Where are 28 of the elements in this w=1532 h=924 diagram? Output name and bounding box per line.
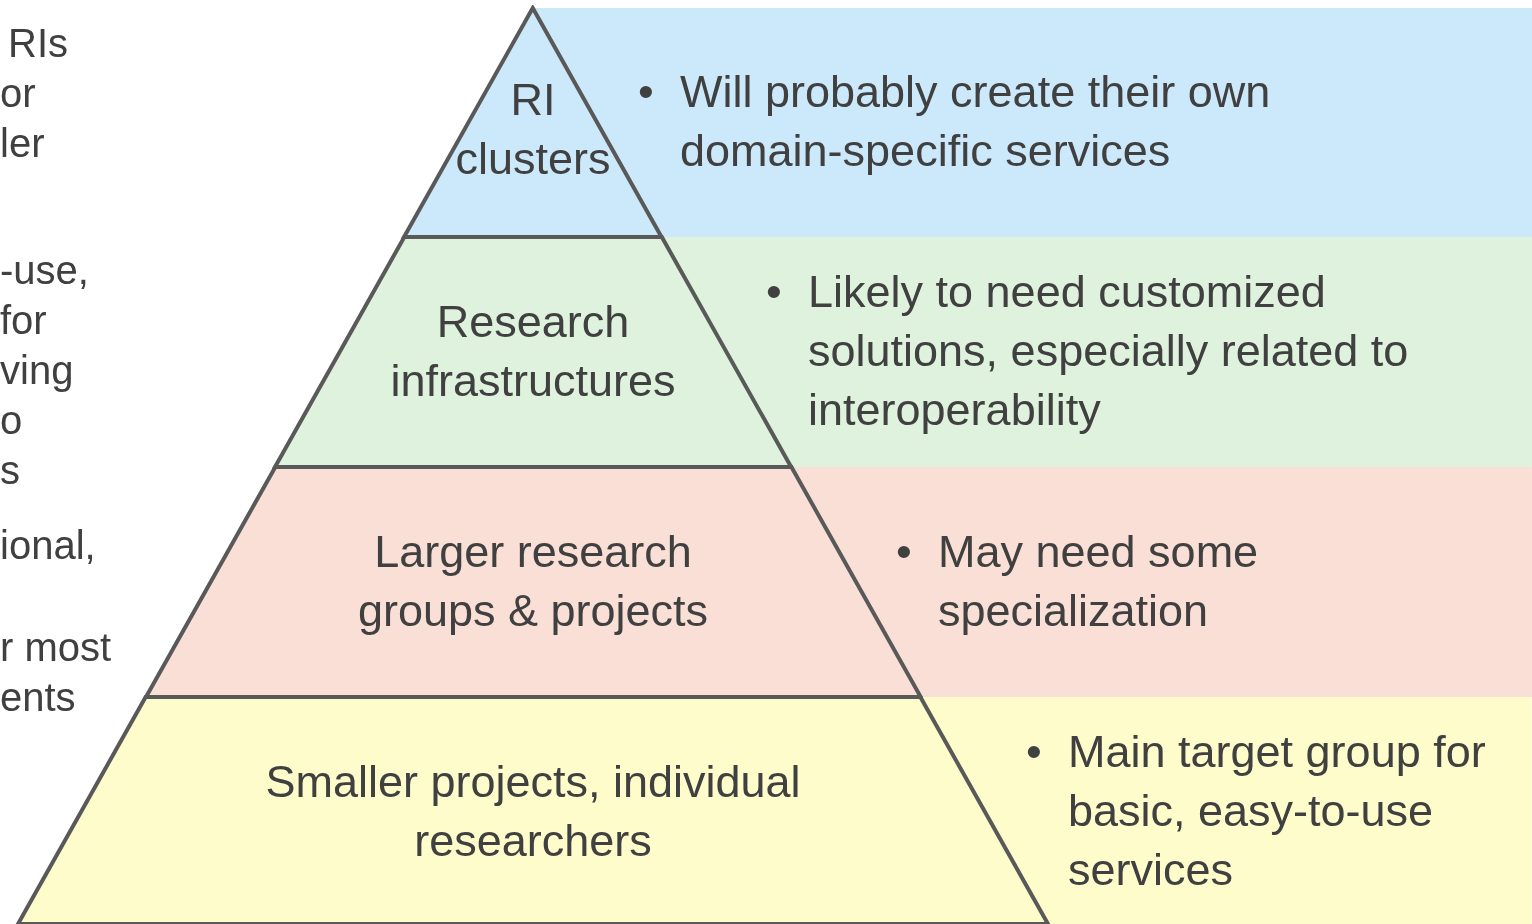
text-fragment: ving [0,347,74,394]
text-fragment: -use, [0,247,89,294]
color-band [920,697,1532,924]
bullet-mark: • [766,265,783,319]
text-fragment: r most [0,624,112,671]
bullet-text: Will probably create their own domain-specific services [680,65,1272,178]
color-band [791,467,1532,697]
bullet-mark: • [896,525,913,579]
bullet-mark: • [638,65,655,119]
text-fragment: RIs [8,20,68,67]
text-fragment: s [0,447,20,494]
bullet-text: Likely to need customized solutions, especially related to interoperability [808,265,1410,437]
text-fragment: ents [0,674,76,721]
pyramid-tier [142,464,924,700]
text-fragment: ional, [0,522,96,569]
text-fragment: for [0,297,47,344]
bullet-text: May need some specialization [938,525,1260,638]
tier-label: Research infrastructures [389,295,677,408]
tier-label: Smaller projects, individual researchers [264,755,802,868]
bullet-text: Main target group for basic, easy-to-use services [1068,725,1487,897]
text-fragment: o [0,397,23,444]
text-fragment: or [0,70,36,117]
text-fragment: ler [0,120,45,167]
pyramid-tier [271,234,795,470]
tier-label: Larger research groups & projects [356,525,710,638]
pyramid-top-triangle [401,5,665,240]
tier-label: RI clusters [454,73,612,186]
bullet-mark: • [1026,725,1043,779]
